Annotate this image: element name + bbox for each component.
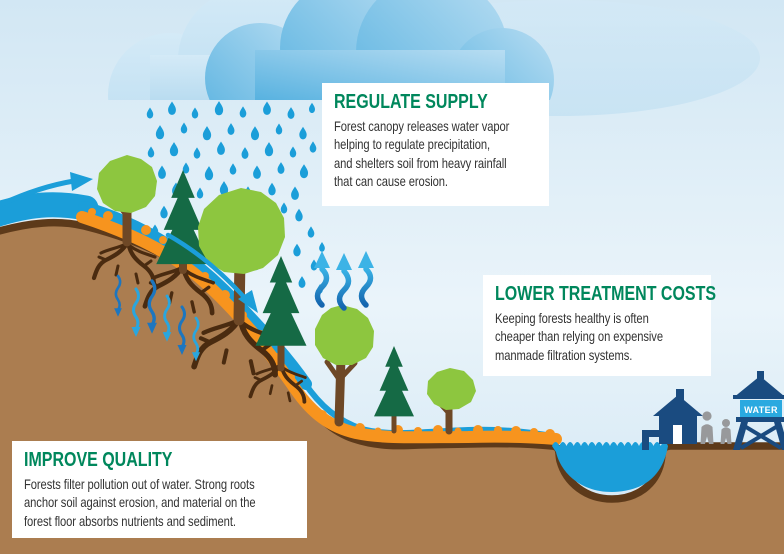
- lower-treatment-costs-body: Keeping forests healthy is often cheaper…: [495, 309, 663, 363]
- house-door: [673, 425, 682, 444]
- improve-quality-heading: IMPROVE QUALITY: [24, 449, 173, 471]
- tree-deciduous-1: [97, 155, 157, 247]
- regulate-supply-body: Forest canopy releases water vapor helpi…: [334, 117, 510, 189]
- info-box-improve-quality: IMPROVE QUALITY Forests filter pollution…: [12, 441, 307, 538]
- cloud-front: [205, 0, 554, 100]
- info-box-regulate-supply: REGULATE SUPPLY Forest canopy releases w…: [322, 83, 549, 206]
- house: [642, 389, 703, 450]
- runoff-arrows: [0, 172, 258, 313]
- water-tank-label: WATER: [744, 405, 778, 415]
- info-box-lower-treatment-costs: LOWER TREATMENT COSTS Keeping forests he…: [483, 275, 717, 376]
- runoff-arrow-crest: [0, 172, 93, 207]
- evaporation-arrows: [314, 251, 374, 311]
- water-tank: [740, 400, 782, 417]
- shrub: [427, 368, 476, 435]
- tree-conifer-1: [156, 170, 210, 274]
- water-tower: WATER: [733, 371, 784, 450]
- lower-treatment-costs-heading: LOWER TREATMENT COSTS: [495, 283, 717, 305]
- tree-deciduous-2: [198, 188, 285, 326]
- tree-conifer-3: [374, 346, 414, 434]
- forest-trees: [97, 155, 476, 435]
- intake-pipe: [642, 430, 659, 450]
- pond-water: [552, 442, 668, 492]
- tree-conifer-2: [255, 256, 307, 372]
- tree-deciduous-3: [315, 305, 374, 427]
- improve-quality-body: Forests filter pollution out of water. S…: [24, 475, 256, 529]
- regulate-supply-heading: REGULATE SUPPLY: [334, 91, 488, 113]
- people: [700, 411, 732, 444]
- runoff-arrow-slope: [165, 232, 258, 313]
